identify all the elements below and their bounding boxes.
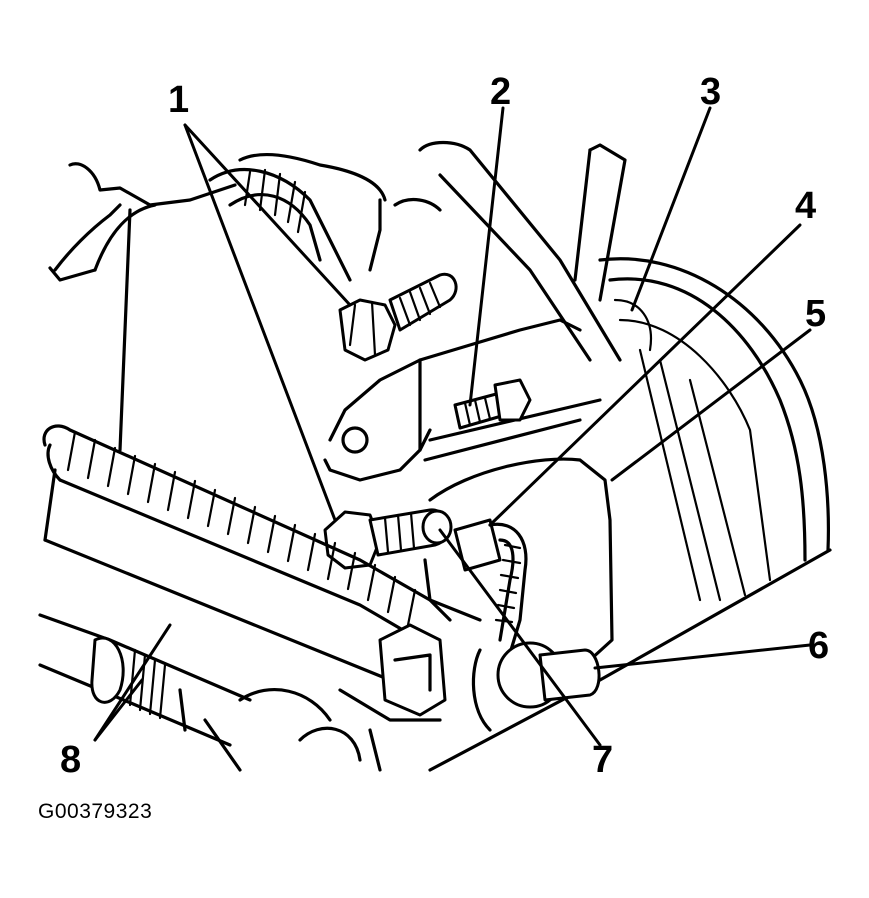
callout-6: 6 xyxy=(808,625,829,667)
callout-3: 3 xyxy=(700,71,721,113)
callout-1: 1 xyxy=(168,79,189,121)
harness-clip xyxy=(338,623,447,722)
leader-2 xyxy=(468,106,505,407)
leader-6 xyxy=(593,643,812,670)
sensor-connector xyxy=(453,518,528,672)
vacuum-pipe xyxy=(418,140,627,362)
lower-rail xyxy=(38,468,392,747)
callout-2: 2 xyxy=(490,71,511,113)
upper-stud-nut xyxy=(338,272,458,362)
lower-stud-nut xyxy=(323,508,453,570)
callout-labels: 1 2 3 4 5 6 7 8 xyxy=(60,71,829,781)
bracket-bolt xyxy=(453,378,532,430)
round-housing xyxy=(428,257,832,772)
leader-5 xyxy=(610,328,812,482)
leader-4 xyxy=(488,223,802,527)
callout-8: 8 xyxy=(60,739,81,781)
figure-id: G00379323 xyxy=(38,800,153,823)
callout-7: 7 xyxy=(592,739,613,781)
callout-4: 4 xyxy=(795,185,816,227)
leader-1a xyxy=(183,123,352,307)
callout-5: 5 xyxy=(805,293,826,335)
leader-8a xyxy=(93,623,172,742)
engine-block-outline xyxy=(48,152,442,452)
lower-bolt xyxy=(471,641,601,732)
corrugated-hose-upper xyxy=(208,168,352,282)
lower-engine-parts xyxy=(203,688,382,772)
leader-7 xyxy=(438,528,602,747)
leader-3 xyxy=(630,106,712,312)
leader-8b xyxy=(93,678,144,742)
callout-leaders xyxy=(93,106,812,747)
leader-1b xyxy=(183,123,337,522)
